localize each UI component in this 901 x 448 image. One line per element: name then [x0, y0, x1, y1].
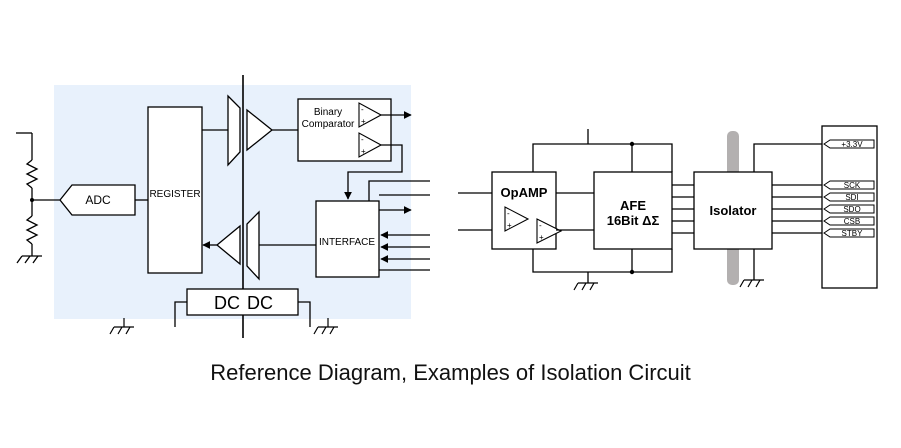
adc-block: ADC — [59, 184, 136, 216]
dcdc-converter: DC DC — [174, 288, 311, 327]
dcdc-right-label: DC — [247, 293, 273, 313]
junction-dot — [30, 198, 34, 202]
svg-text:-: - — [361, 105, 364, 114]
isolator-block: Isolator — [693, 171, 773, 250]
afe-label-line1: AFE — [620, 198, 646, 213]
opamp-label: OpAMP — [501, 185, 548, 200]
isolator-to-connector-bus — [772, 184, 824, 234]
interface-label: INTERFACE — [319, 237, 375, 248]
power-rails — [532, 129, 824, 283]
left-circuit: ADC REGISTER Binary Comparator - — [16, 75, 430, 338]
register-block: REGISTER — [147, 106, 203, 274]
resistor-divider — [16, 132, 60, 264]
lower-isolator — [202, 210, 316, 281]
opamp-block: OpAMP - + - + — [491, 171, 563, 250]
register-label: REGISTER — [149, 189, 200, 200]
upper-isolator — [202, 94, 298, 167]
connector-pin-sdi: SDI — [845, 193, 858, 202]
afe-to-isolator-bus — [672, 184, 694, 234]
svg-text:+: + — [361, 147, 366, 156]
connector-pin-sck: SCK — [844, 181, 861, 190]
afe-label-line2: 16Bit ΔΣ — [607, 213, 660, 228]
svg-text:-: - — [539, 221, 542, 230]
adc-label: ADC — [85, 193, 111, 207]
connector-pin-sdo: SDO — [843, 205, 860, 214]
ground-symbols-left — [109, 318, 338, 335]
afe-block: AFE 16Bit ΔΣ — [593, 171, 673, 250]
connector: +3.3V SCK SDI SDO CSB STBY — [821, 125, 878, 289]
binary-comparator-block: Binary Comparator - + - + — [297, 98, 392, 162]
opamp-inputs — [458, 192, 492, 231]
connector-pin-3v3: +3.3V — [841, 140, 863, 149]
interface-signal-lines — [368, 180, 430, 271]
svg-text:+: + — [507, 221, 512, 230]
connector-pin-stby: STBY — [842, 229, 864, 238]
svg-text:-: - — [361, 135, 364, 144]
dcdc-left-label: DC — [214, 293, 240, 313]
right-circuit: OpAMP - + - + AFE 16Bit ΔΣ — [458, 125, 878, 291]
figure-caption: Reference Diagram, Examples of Isolation… — [210, 360, 691, 385]
ground-symbols-right — [573, 279, 764, 291]
isolator-label: Isolator — [710, 203, 757, 218]
svg-text:+: + — [539, 233, 544, 242]
connector-pin-csb: CSB — [844, 217, 860, 226]
comparator-label-line1: Binary — [314, 107, 342, 118]
comparator-to-interface-arrow — [344, 144, 403, 200]
interface-block: INTERFACE — [315, 200, 380, 278]
svg-text:+: + — [361, 117, 366, 126]
svg-text:-: - — [507, 209, 510, 218]
comparator-label-line2: Comparator — [302, 119, 355, 130]
